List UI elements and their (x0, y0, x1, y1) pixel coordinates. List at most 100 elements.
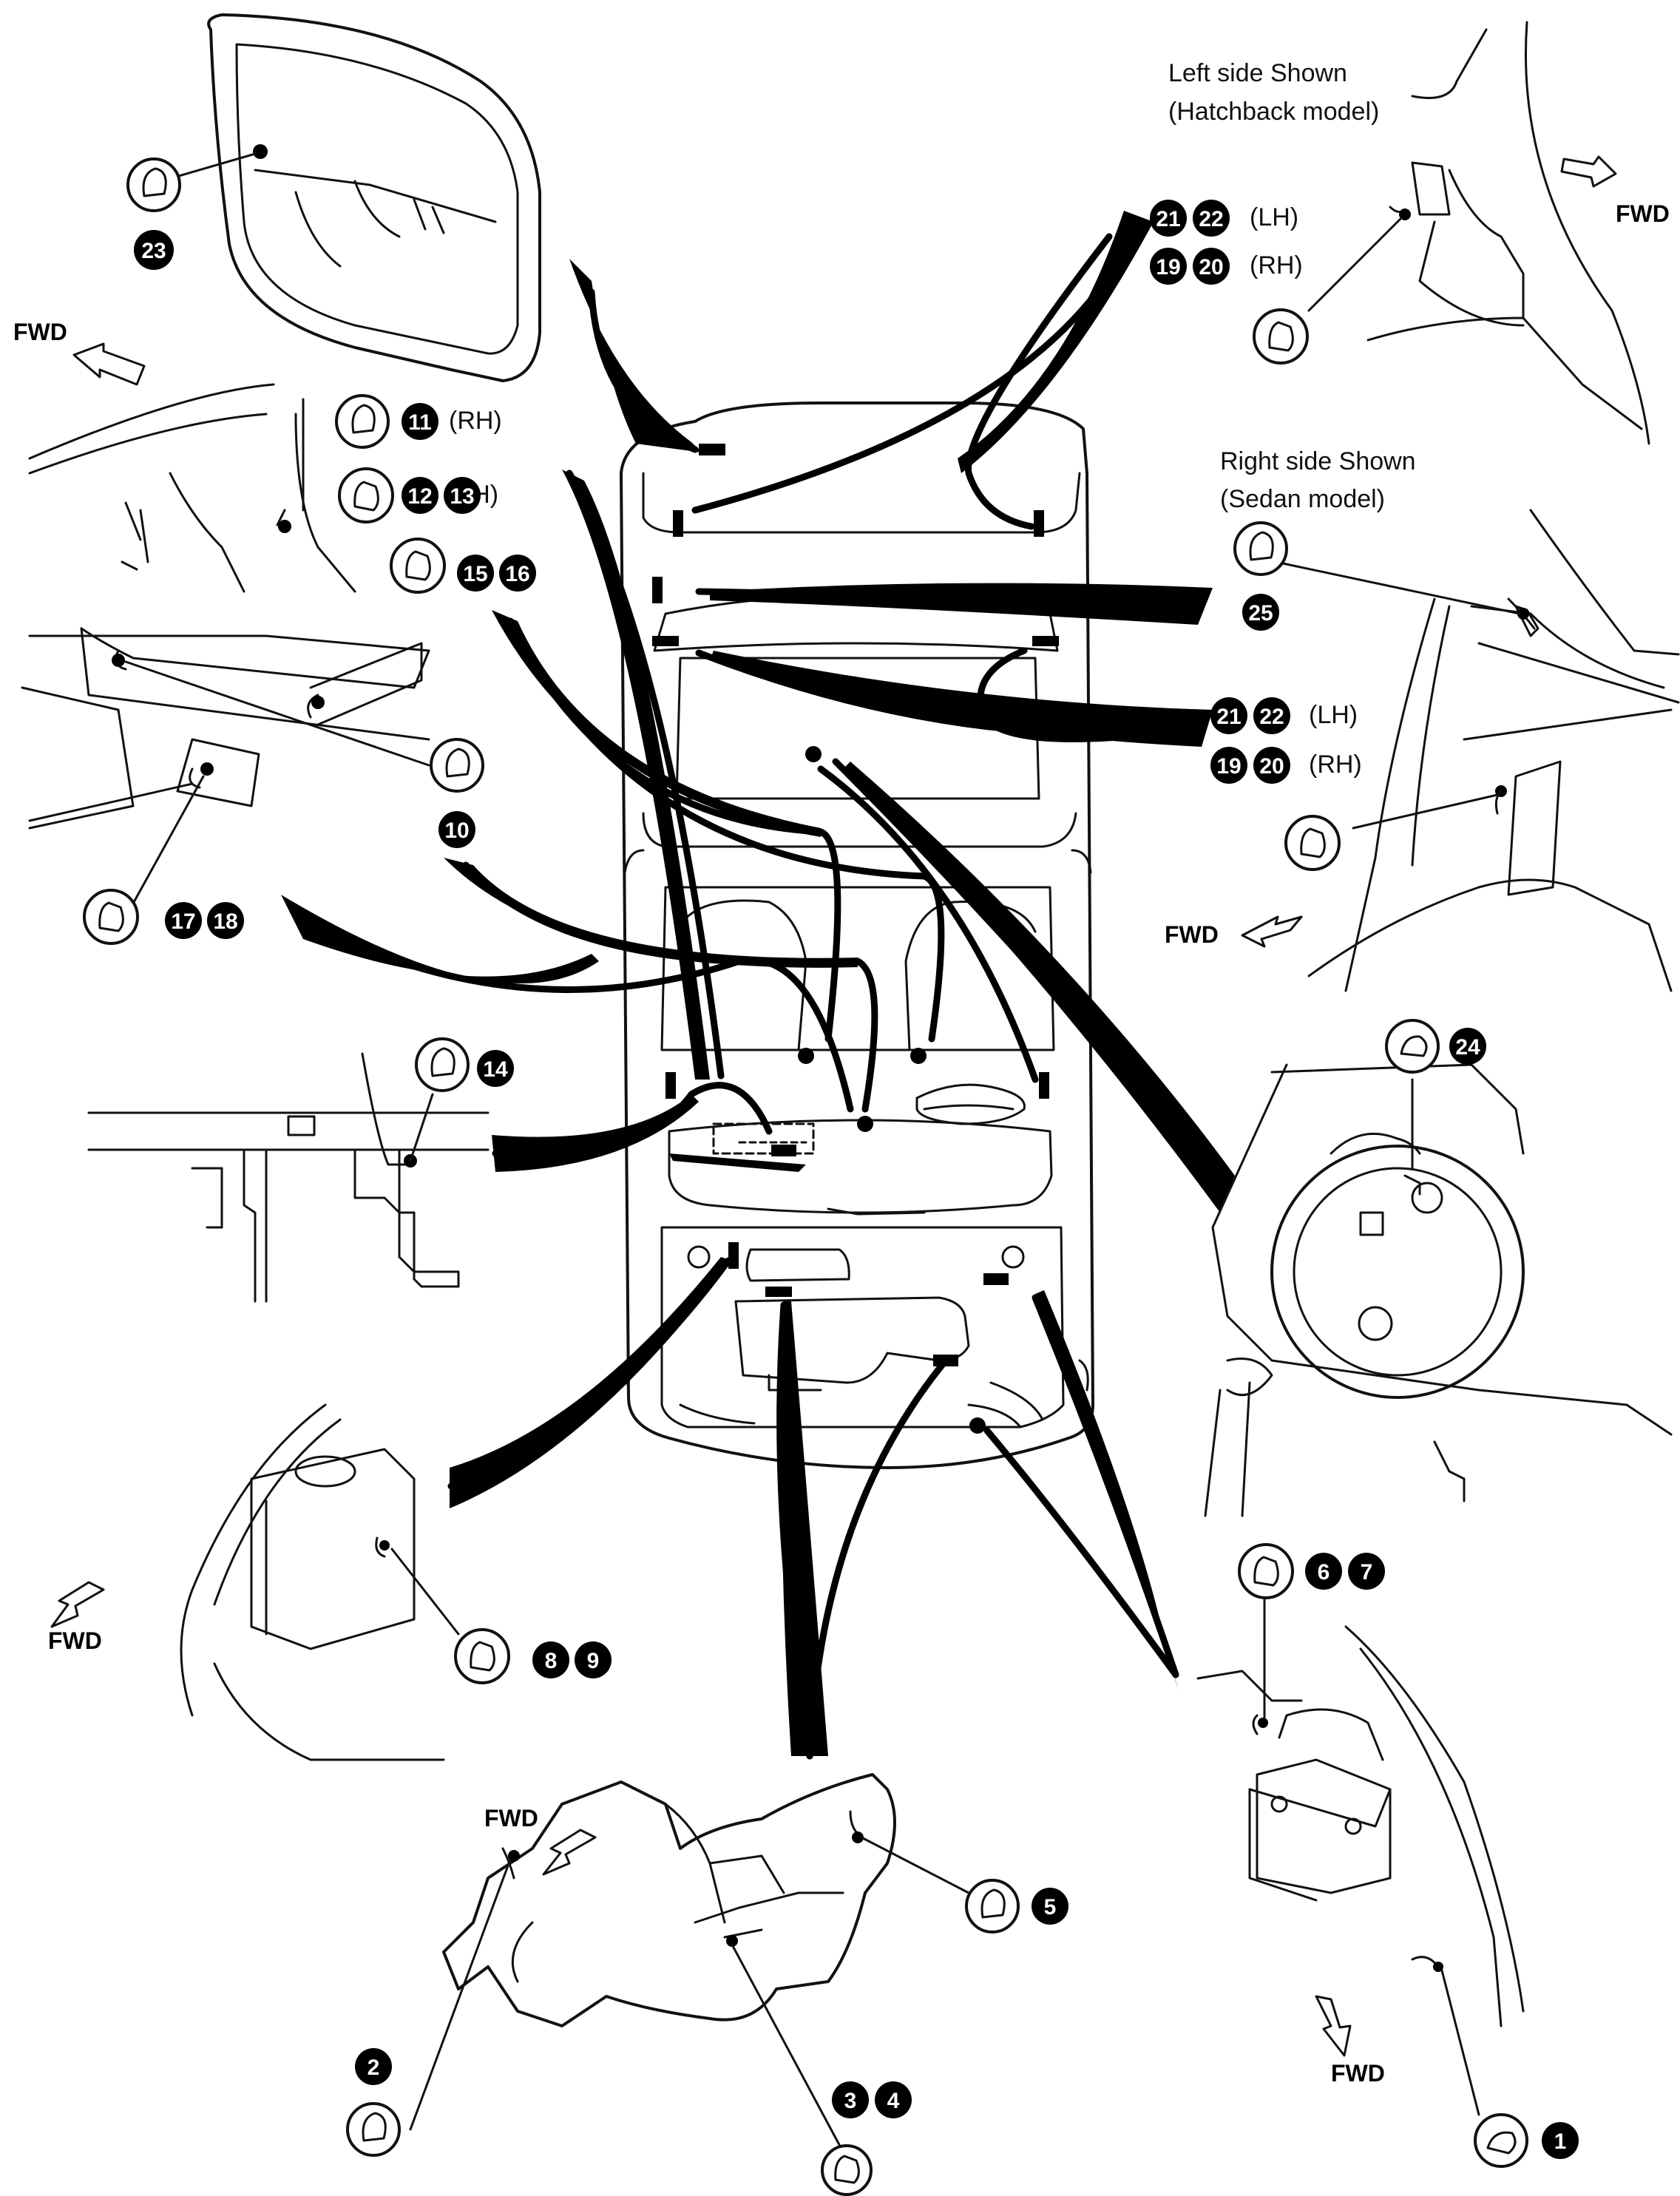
left-engine-room-detail (50, 1403, 460, 1761)
badge-7: 7 (1348, 1553, 1385, 1590)
clip-icon-8-9 (454, 1628, 510, 1684)
text-labels: Left side Shown (Hatchback model) Right … (13, 59, 1670, 2087)
fwd-label-engine: FWD (484, 1805, 538, 1831)
svg-text:24: 24 (1455, 1035, 1480, 1060)
badge-25: 25 (1242, 594, 1279, 631)
clip-icon-2 (346, 2102, 401, 2157)
badge-6: 6 (1305, 1553, 1342, 1590)
badge-16: 16 (499, 555, 536, 592)
rear-door-detail (172, 13, 541, 382)
svg-text:8: 8 (545, 1649, 558, 1673)
svg-text:20: 20 (1259, 754, 1284, 779)
fwd-label-left-floor: FWD (13, 319, 67, 345)
clip-icon-5 (965, 1879, 1020, 1934)
badge-10: 10 (438, 811, 475, 848)
svg-text:5: 5 (1044, 1895, 1057, 1919)
fwd-label-hatchback: FWD (1616, 200, 1670, 227)
badge-4: 4 (875, 2081, 912, 2118)
clip-icons (83, 157, 1528, 2196)
svg-text:21: 21 (1156, 207, 1180, 231)
clip-icon-6-7 (1238, 1543, 1294, 1599)
clip-icon-24 (1385, 1019, 1440, 1074)
label-sedan-model: (Sedan model) (1220, 485, 1385, 513)
fwd-label-battery: FWD (1331, 2060, 1385, 2087)
leader-arrows (281, 211, 1235, 1760)
svg-text:14: 14 (483, 1057, 508, 1082)
fwd-label-engine-room: FWD (48, 1627, 102, 1654)
badge-22-top: 22 (1193, 200, 1230, 237)
svg-text:13: 13 (450, 484, 474, 509)
badge-23: 23 (134, 230, 174, 270)
dash-bracket-detail (87, 1052, 490, 1303)
svg-text:17: 17 (171, 909, 195, 934)
clip-icon-11 (335, 394, 390, 449)
svg-text:4: 4 (887, 2089, 900, 2113)
svg-text:20: 20 (1199, 255, 1223, 279)
svg-text:9: 9 (587, 1649, 600, 1673)
badge-1: 1 (1542, 2122, 1579, 2159)
badge-18: 18 (207, 902, 244, 939)
svg-text:7: 7 (1361, 1560, 1373, 1585)
svg-text:3: 3 (844, 2089, 857, 2113)
number-badges: 23 11 12 13 15 16 10 17 18 14 21 22 19 2… (134, 200, 1579, 2159)
left-side-hatchback-detail (1307, 21, 1650, 445)
clip-icon-1 (1474, 2113, 1528, 2168)
svg-text:21: 21 (1216, 705, 1241, 729)
svg-text:1: 1 (1554, 2129, 1567, 2154)
clip-icon-15-16 (390, 538, 446, 594)
svg-text:11: 11 (408, 410, 432, 435)
svg-text:2: 2 (368, 2056, 380, 2080)
battery-detail (1196, 1577, 1525, 2116)
svg-text:10: 10 (444, 819, 469, 843)
label-lh-21-22-top: (LH) (1250, 203, 1298, 231)
badge-12: 12 (402, 477, 438, 514)
clip-icon-19-20-mid (1284, 815, 1341, 871)
badge-20-mid: 20 (1253, 747, 1290, 784)
fwd-arrow-left-floor-icon (72, 342, 146, 386)
clip-icon-3-4 (821, 2144, 873, 2196)
vehicle-top-view (620, 401, 1094, 1469)
badge-9: 9 (575, 1641, 612, 1678)
badge-11: 11 (402, 403, 438, 440)
svg-text:23: 23 (141, 239, 166, 263)
badge-22-mid: 22 (1253, 697, 1290, 734)
label-left-side-shown: Left side Shown (1168, 59, 1347, 87)
badge-14: 14 (477, 1050, 514, 1087)
badge-3: 3 (832, 2081, 869, 2118)
svg-text:22: 22 (1259, 705, 1284, 729)
clip-icon-17-18 (83, 889, 139, 945)
label-lh-21-22-mid: (LH) (1309, 701, 1358, 729)
label-hatchback-model: (Hatchback model) (1168, 98, 1379, 126)
svg-text:18: 18 (213, 909, 237, 934)
badge-20-top: 20 (1193, 248, 1230, 285)
clip-icon-10 (430, 738, 484, 793)
label-rh-19-20-mid: (RH) (1309, 750, 1362, 779)
svg-text:19: 19 (1156, 255, 1180, 279)
clip-icon-25 (1233, 521, 1288, 576)
badge-24: 24 (1449, 1028, 1486, 1065)
badge-15: 15 (457, 555, 494, 592)
right-side-sedan-detail (1241, 509, 1680, 992)
engine-detail (409, 1773, 970, 2153)
left-floor-detail (21, 383, 430, 918)
clip-icon-23 (126, 157, 181, 212)
svg-text:12: 12 (407, 484, 432, 509)
badge-2: 2 (355, 2048, 392, 2085)
svg-text:16: 16 (505, 562, 529, 586)
badge-19-top: 19 (1150, 248, 1187, 285)
svg-text:6: 6 (1318, 1560, 1330, 1585)
badge-21-top: 21 (1150, 200, 1187, 237)
badge-21-mid: 21 (1210, 697, 1247, 734)
label-rh-19-20-top: (RH) (1250, 251, 1303, 279)
svg-text:15: 15 (463, 562, 487, 586)
label-right-side-shown: Right side Shown (1220, 447, 1416, 475)
fwd-label-sedan: FWD (1165, 921, 1219, 948)
svg-text:22: 22 (1199, 207, 1223, 231)
clip-icon-14 (415, 1037, 470, 1092)
clip-icon-21-22-top (1253, 308, 1309, 365)
label-rh-11: (RH) (449, 407, 502, 435)
badge-13: 13 (444, 477, 481, 514)
badge-17: 17 (165, 902, 202, 939)
fuel-pump-detail (1204, 1063, 1673, 1517)
